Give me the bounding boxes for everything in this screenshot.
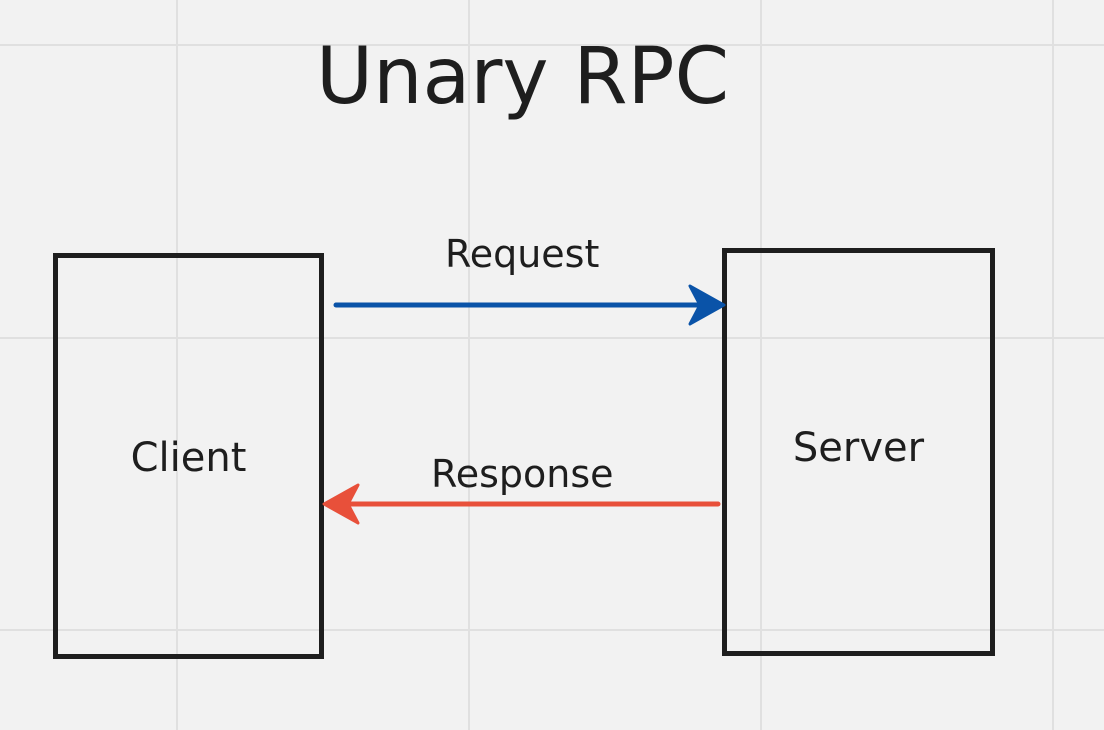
response-label: Response	[431, 452, 614, 496]
grid-line	[0, 337, 1104, 339]
grid-line	[760, 0, 762, 730]
request-arrowhead	[688, 284, 726, 326]
grid-line	[468, 0, 470, 730]
client-label: Client	[130, 435, 247, 481]
grid-line	[0, 629, 1104, 631]
server-node[interactable]: Server	[722, 248, 995, 656]
grid-line	[176, 0, 178, 730]
client-node[interactable]: Client	[53, 253, 324, 659]
request-label: Request	[445, 232, 600, 276]
server-label: Server	[792, 425, 925, 471]
grid-line	[0, 44, 1104, 46]
response-arrowhead	[322, 483, 360, 525]
response-arrow[interactable]	[322, 483, 721, 525]
diagram-title: Unary RPC	[316, 32, 730, 122]
grid-line	[1052, 0, 1054, 730]
request-arrow[interactable]	[333, 284, 726, 326]
